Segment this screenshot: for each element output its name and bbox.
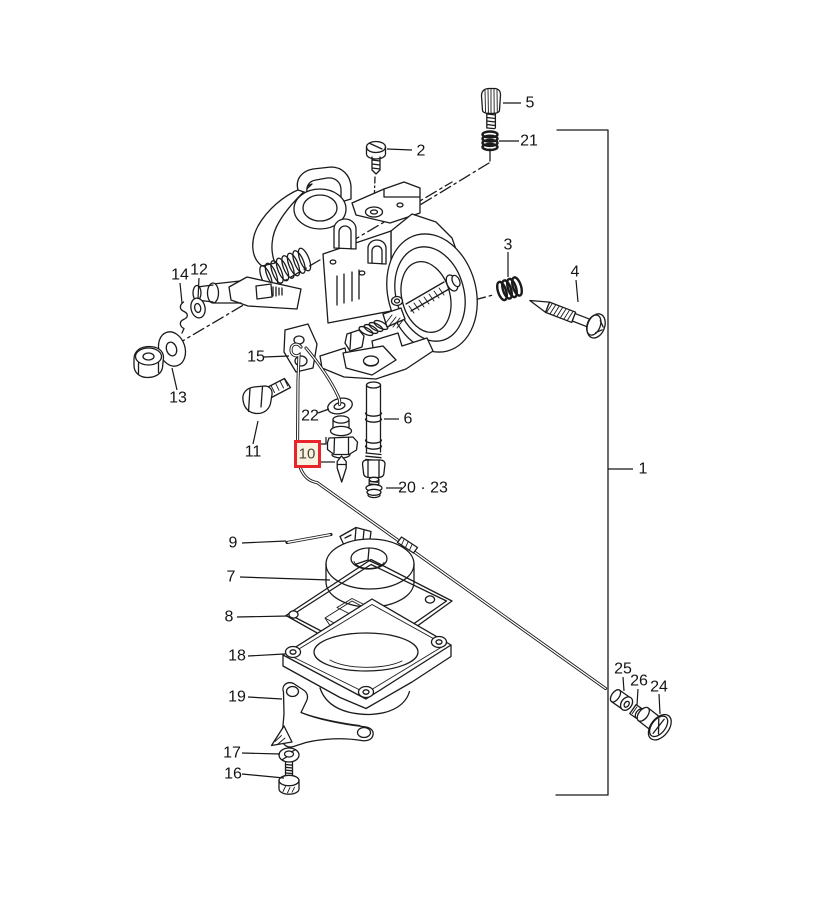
callout-7-label: 7: [227, 569, 236, 586]
callout-26-leader: [636, 688, 639, 706]
part-12-washer: [190, 297, 206, 319]
part-25-grommet: [609, 689, 634, 711]
part-18-float-chamber: [282, 598, 452, 716]
part-4-needle-screw: [529, 299, 606, 339]
callout-26-label: 26: [630, 673, 648, 690]
callout-18-leader: [247, 653, 285, 657]
callout-8-label: 8: [225, 609, 234, 626]
callout-22-leader: [317, 408, 330, 414]
callout-24-label: 24: [650, 679, 668, 696]
part-10-float-needle: [336, 455, 347, 483]
callout-2-leader: [386, 148, 413, 151]
callout-15-label: 15: [247, 349, 265, 366]
callout-14-leader: [179, 282, 183, 304]
callout-22-label: 22: [301, 408, 319, 425]
assembly-bracket: [555, 129, 609, 796]
callout-16-leader: [241, 773, 285, 779]
callout-12-label: 12: [190, 262, 208, 279]
callout-24-leader: [658, 693, 661, 715]
part-21-spring: [481, 130, 499, 152]
callout-18-label: 18: [228, 648, 246, 665]
callout-21-label: 21: [520, 133, 538, 150]
callout-5-label: 5: [526, 95, 535, 112]
callout-16-label: 16: [224, 766, 242, 783]
float-valve-seat: [326, 415, 359, 459]
callout-10-leader: [319, 437, 327, 445]
carburetor-body: [252, 166, 478, 380]
callout-10-label: 10: [299, 446, 316, 463]
idle-screw-spring: [358, 319, 389, 337]
callout-4-leader: [575, 279, 579, 303]
callout-25-label: 25: [614, 661, 632, 678]
part-15-wire: [289, 342, 608, 691]
part-17-washer: [278, 747, 300, 763]
callout-9-leader: [241, 540, 287, 544]
callout-4-label: 4: [571, 264, 580, 281]
part-5-knurled-screw: [480, 87, 502, 130]
part-11-bolt: [242, 377, 292, 415]
part-2-screw: [365, 140, 387, 175]
part-19-bracket: [270, 682, 374, 748]
part-3-spring: [495, 276, 524, 302]
callout-14-label: 14: [171, 267, 189, 284]
callout-11-leader: [252, 420, 259, 445]
callout-13-label: 13: [169, 390, 187, 407]
callout-1-label: 1: [639, 461, 648, 478]
highlight-box-part-10: [294, 440, 321, 468]
callout-17-leader: [241, 752, 281, 755]
throttle-lever: [192, 276, 302, 310]
callout-3-label: 3: [504, 237, 513, 254]
callout-2-label: 2: [417, 143, 426, 160]
part-20-23-jet: [365, 476, 383, 499]
callout-19-leader: [247, 696, 283, 700]
callout-9-label: 9: [229, 535, 238, 552]
callout-20-23-label: 20 · 23: [398, 480, 448, 497]
part-14-clip: [179, 301, 188, 334]
callout-11-label: 11: [245, 444, 262, 461]
callout-17-label: 17: [223, 745, 241, 762]
part-24-cap: [636, 706, 672, 741]
callout-6-label: 6: [404, 411, 413, 428]
part-7-float: [325, 526, 415, 608]
part-9-float-pin: [285, 532, 333, 545]
callout-8-leader: [236, 615, 289, 618]
callout-13-leader: [171, 367, 178, 391]
part-13-washer-nut: [133, 331, 187, 379]
throttle-shaft-spring: [259, 247, 312, 289]
callout-25-leader: [622, 676, 625, 692]
callout-7-leader: [239, 576, 331, 581]
callout-12-leader: [197, 277, 200, 300]
part-6-nozzle-tube: [361, 381, 386, 479]
callout-15-leader: [263, 355, 290, 358]
callout-19-label: 19: [228, 689, 246, 706]
